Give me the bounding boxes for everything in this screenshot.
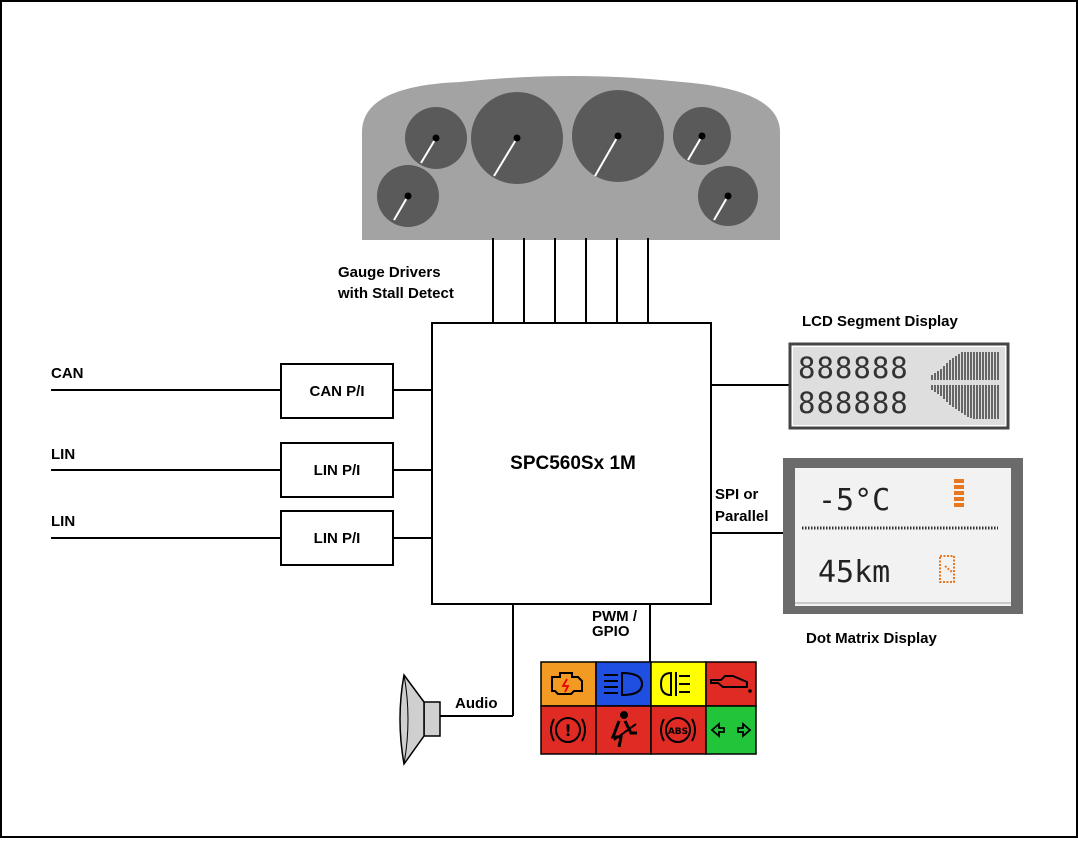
oil-pressure-icon — [705, 661, 757, 707]
gauge-large-right — [572, 90, 664, 182]
speaker-icon — [399, 673, 441, 766]
dot-matrix-display: -5°C 45km — [783, 458, 1023, 614]
gauge-small-top-left — [405, 107, 467, 169]
svg-text:!: ! — [564, 721, 571, 740]
pwm-label-1: PWM / — [592, 608, 638, 625]
lin-interface-label-1: LIN P/I — [314, 462, 361, 479]
headlight-icon — [595, 661, 652, 707]
fog-light-icon — [650, 661, 707, 707]
gauge-large-left — [471, 92, 563, 184]
lcd-row-2: 888888 — [798, 386, 909, 420]
dot-matrix-icon-bottom — [939, 555, 955, 583]
bus-label-can: CAN — [51, 365, 84, 382]
can-interface-box — [280, 363, 394, 419]
can-interface-label: CAN P/I — [309, 383, 364, 400]
spi-label-1: SPI or — [715, 486, 759, 503]
bus-label-lin-1: LIN — [51, 446, 75, 463]
lin-interface-box-1 — [280, 442, 394, 498]
svg-text:ABS: ABS — [668, 727, 688, 737]
gauge-drivers-label-2: with Stall Detect — [337, 285, 454, 302]
gauge-drivers-label-1: Gauge Drivers — [338, 264, 441, 281]
warning-lights-panel: ! ABS — [540, 661, 757, 755]
lcd-bargraph — [931, 352, 999, 419]
bus-label-lin-2: LIN — [51, 513, 75, 530]
turn-signal-icon — [705, 705, 757, 755]
lcd-row-1: 888888 — [798, 351, 909, 385]
lin-interface-box-2 — [280, 510, 394, 566]
dot-matrix-line-1: -5°C — [818, 483, 890, 518]
abs-icon: ABS — [650, 705, 707, 755]
mcu-block — [431, 322, 712, 605]
engine-icon — [540, 661, 597, 707]
instrument-cluster — [362, 76, 780, 240]
seatbelt-icon — [595, 705, 652, 755]
gauge-driver-lines — [492, 238, 649, 324]
spi-label-2: Parallel — [715, 508, 768, 525]
mcu-label: SPC560Sx 1M — [510, 453, 636, 474]
lcd-title: LCD Segment Display — [802, 313, 959, 330]
audio-label: Audio — [455, 695, 498, 712]
gauge-small-bottom-right — [698, 166, 758, 226]
gauge-small-bottom-left — [377, 165, 439, 227]
dot-matrix-icon-top — [954, 479, 964, 507]
gauge-small-top-right — [673, 107, 731, 165]
dot-matrix-title: Dot Matrix Display — [806, 630, 938, 647]
lcd-segment-display: 888888 888888 — [788, 342, 1010, 430]
lin-interface-label-2: LIN P/I — [314, 530, 361, 547]
brake-warning-icon: ! — [540, 705, 597, 755]
dot-matrix-line-2: 45km — [818, 555, 890, 590]
pwm-label-2: GPIO — [592, 623, 630, 640]
